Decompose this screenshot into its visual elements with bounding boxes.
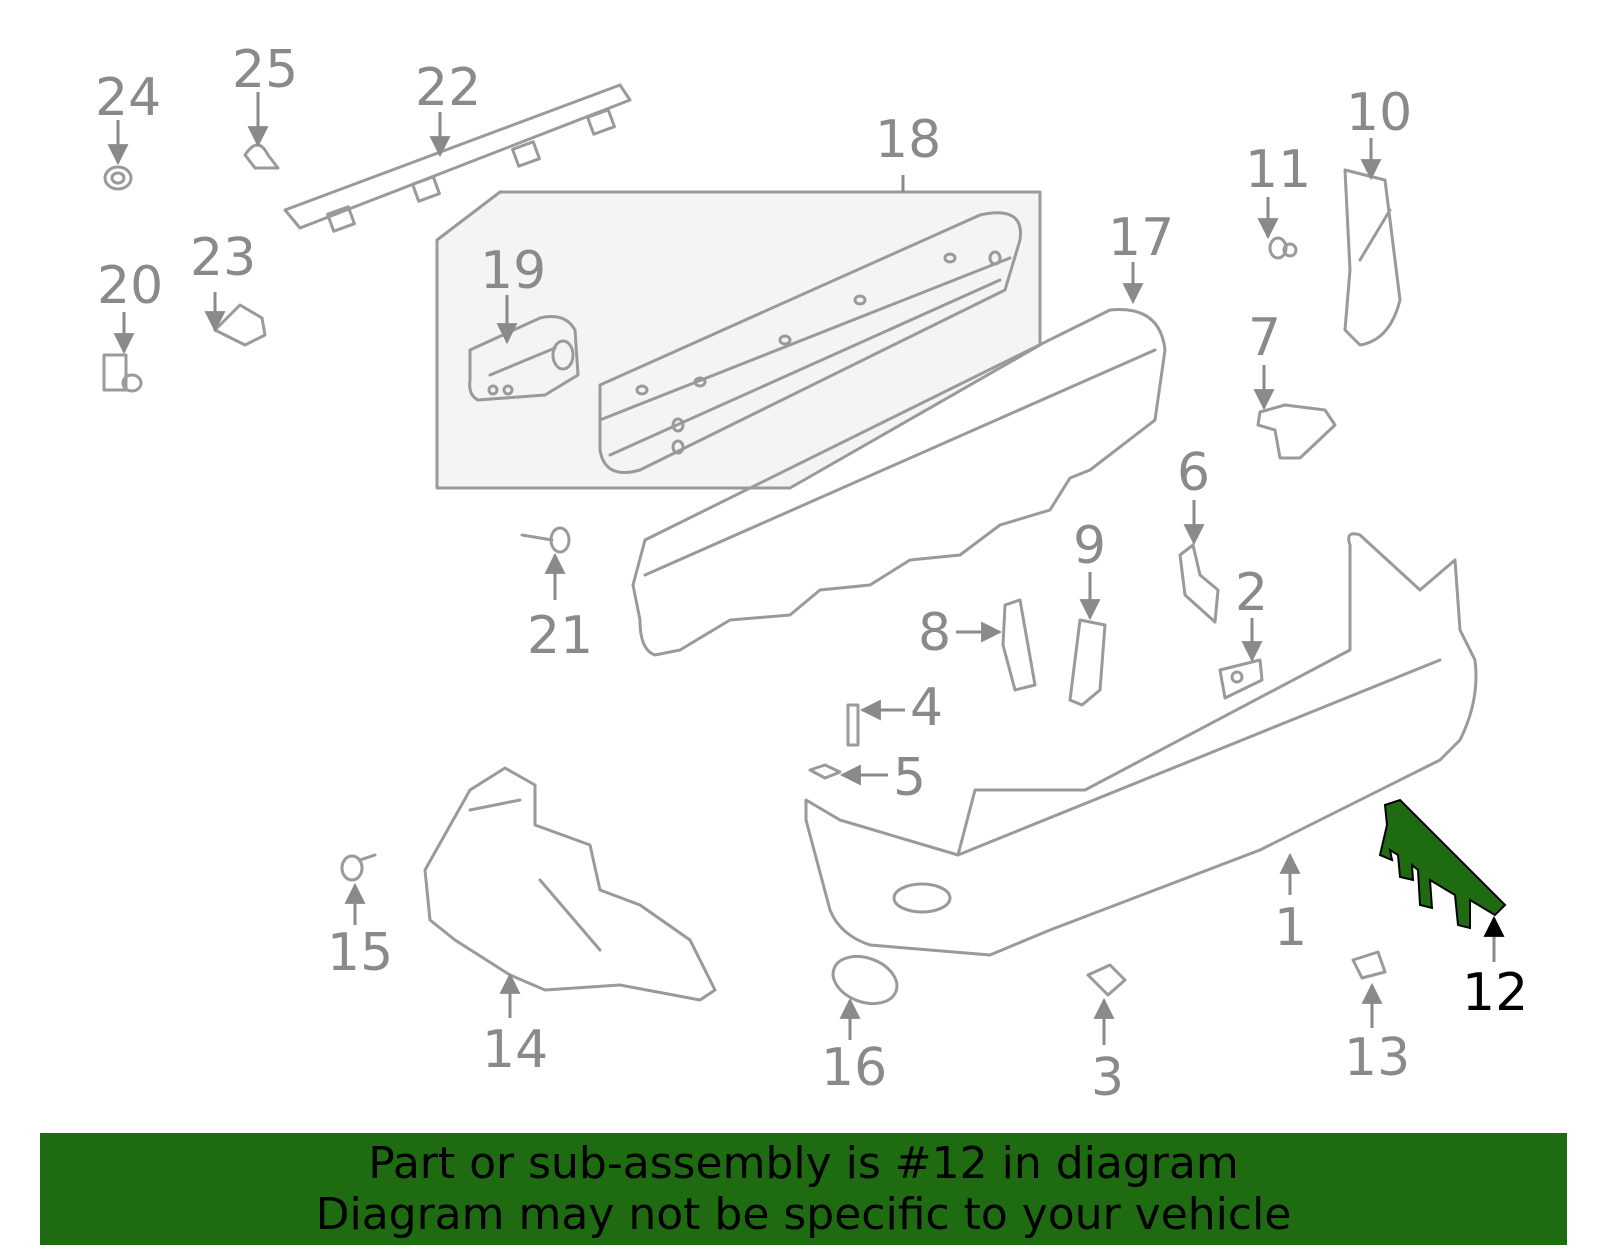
clip-15: [340, 853, 377, 882]
leader-lines: [107, 92, 1505, 1045]
nut-20: [102, 353, 143, 393]
callout-10: 10: [1346, 83, 1412, 143]
fastener-24: [103, 165, 133, 191]
pin-4: [846, 703, 860, 747]
callout-4: 4: [910, 678, 943, 738]
callout-5: 5: [893, 748, 926, 808]
clip-23: [213, 303, 267, 347]
rail-22: [283, 83, 632, 233]
callout-1: 1: [1274, 898, 1307, 958]
clip-2: [1218, 658, 1264, 700]
banner-line-2: Diagram may not be specific to your vehi…: [315, 1189, 1292, 1240]
reinforcement-box: [435, 190, 1042, 490]
callout-14: 14: [482, 1020, 548, 1080]
callout-21: 21: [527, 606, 593, 666]
bracket-8: [1001, 598, 1037, 692]
callout-9: 9: [1073, 516, 1106, 576]
callout-17: 17: [1108, 208, 1174, 268]
splash-shield-14: [423, 766, 717, 1002]
callout-13: 13: [1344, 1028, 1410, 1088]
callout-8: 8: [918, 603, 951, 663]
bracket-19: [468, 315, 580, 402]
callout-24: 24: [95, 68, 161, 128]
reinforcement-beam: [598, 211, 1022, 474]
callout-15: 15: [327, 923, 393, 983]
clip-3: [1086, 963, 1127, 997]
bumper-cover-1: [804, 532, 1478, 957]
clip-25: [243, 143, 280, 170]
callout-2: 2: [1235, 563, 1268, 623]
clip-5: [808, 763, 842, 780]
bracket-7: [1256, 403, 1337, 460]
info-banner: Part or sub-assembly is #12 in diagram D…: [40, 1133, 1567, 1245]
callout-7: 7: [1248, 308, 1281, 368]
clip-13: [1351, 950, 1387, 980]
callout-23: 23: [190, 228, 256, 288]
callout-18: 18: [875, 110, 941, 170]
callout-6: 6: [1177, 443, 1210, 503]
energy-absorber-17: [631, 308, 1167, 657]
callout-11: 11: [1245, 140, 1311, 200]
nut-11: [1268, 236, 1298, 260]
callout-20: 20: [97, 256, 163, 316]
banner-line-1: Part or sub-assembly is #12 in diagram: [368, 1138, 1239, 1189]
callout-25: 25: [232, 40, 298, 100]
part-12-highlighted: [1378, 798, 1507, 930]
callout-22: 22: [415, 58, 481, 118]
callout-3: 3: [1091, 1048, 1124, 1108]
callout-19: 19: [480, 241, 546, 301]
bracket-10: [1343, 168, 1402, 347]
bracket-9: [1068, 618, 1107, 707]
callout-16: 16: [821, 1038, 887, 1098]
grille-16: [831, 954, 899, 1006]
callout-12: 12: [1462, 963, 1528, 1023]
screw-21: [520, 526, 571, 554]
bracket-6: [1178, 543, 1220, 624]
